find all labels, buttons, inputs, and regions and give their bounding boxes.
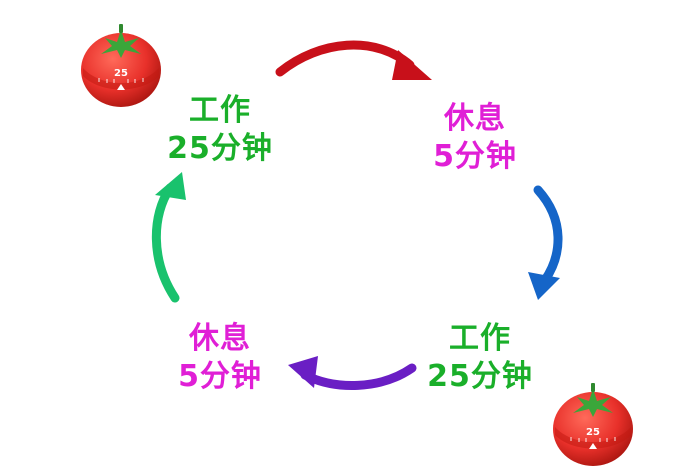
step-duration: 5分钟	[178, 359, 262, 394]
step-rest-bottom-left: 休息 5分钟	[150, 320, 290, 396]
timer-label: 25	[114, 68, 128, 79]
step-title: 休息	[444, 101, 506, 136]
arrow-work-to-rest-bottom	[288, 356, 417, 390]
step-title: 工作	[449, 321, 511, 356]
step-work-bottom-right: 工作 25分钟	[410, 320, 550, 396]
step-title: 休息	[189, 321, 251, 356]
step-duration: 25分钟	[167, 131, 273, 166]
step-title: 工作	[189, 93, 251, 128]
tomato-timer-icon: 25	[553, 383, 633, 466]
arrow-rest-to-work-right	[528, 185, 563, 300]
tomato-timer-icon: 25	[81, 24, 161, 107]
step-duration: 25分钟	[427, 359, 533, 394]
arrow-rest-to-work-left	[151, 172, 186, 303]
step-duration: 5分钟	[433, 139, 517, 174]
step-work-top-left: 工作 25分钟	[150, 92, 290, 168]
timer-label: 25	[586, 427, 600, 438]
step-rest-top-right: 休息 5分钟	[405, 100, 545, 176]
arrow-work-to-rest-top	[275, 40, 432, 80]
